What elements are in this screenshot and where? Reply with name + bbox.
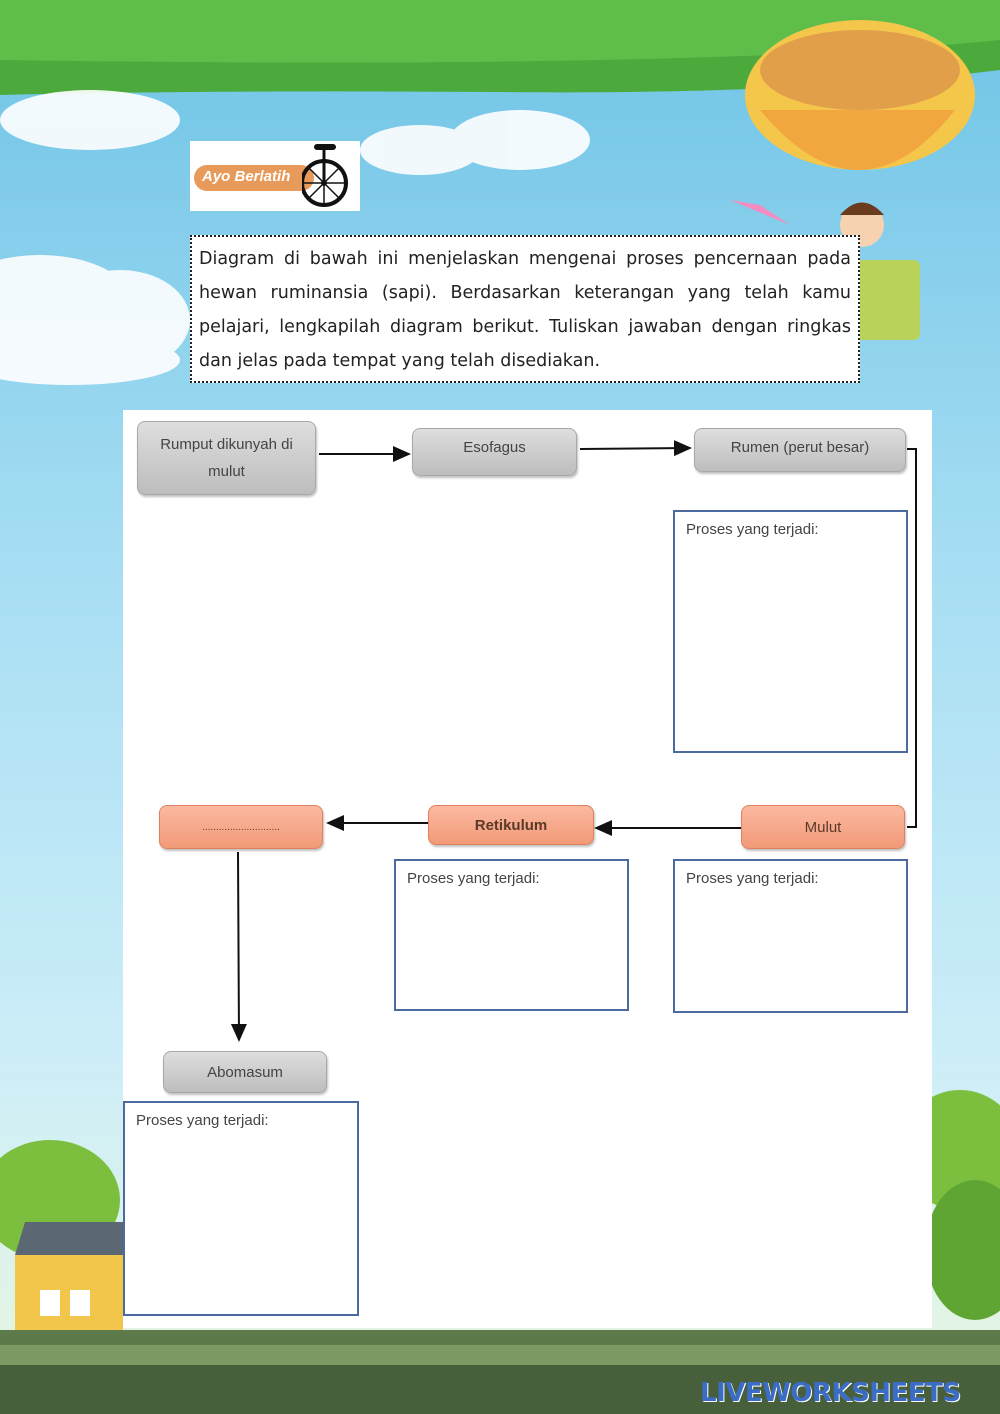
answer-box-retikulum[interactable]: Proses yang terjadi: <box>394 859 629 1011</box>
watermark-text: LIVEWORKSHEETS <box>700 1378 961 1408</box>
answer-box-mulut[interactable]: Proses yang terjadi: <box>673 859 908 1013</box>
node-mouth-chew: Rumput dikunyah di mulut <box>137 421 316 495</box>
badge-label: Ayo Berlatih <box>202 168 291 185</box>
arrow-blank-to-abomasum <box>230 851 247 1042</box>
arrow-esofagus-to-rumen <box>579 440 692 457</box>
arrow-rumen-to-mulut <box>907 448 917 828</box>
ayo-berlatih-badge: Ayo Berlatih <box>190 141 360 211</box>
node-blank-input[interactable]: ............................ <box>159 805 323 849</box>
node-esofagus-label: Esofagus <box>463 439 526 456</box>
node-mulut: Mulut <box>741 805 905 849</box>
answer-box-rumen[interactable]: Proses yang terjadi: <box>673 510 908 753</box>
instructions-box: Diagram di bawah ini menjelaskan mengena… <box>190 235 860 383</box>
liveworksheets-watermark[interactable]: LIVEWORKSHEETS <box>700 1378 961 1408</box>
badge-pill <box>194 165 314 191</box>
node-retikulum-label: Retikulum <box>474 816 548 834</box>
unicycle-icon <box>302 144 348 207</box>
answer-box-mulut-label: Proses yang terjadi: <box>686 870 819 887</box>
node-blank-label: ............................ <box>202 821 280 833</box>
node-mulut-label: Mulut <box>804 818 842 836</box>
node-abomasum-label: Abomasum <box>207 1063 283 1081</box>
answer-box-retikulum-label: Proses yang terjadi: <box>407 870 540 887</box>
node-esofagus: Esofagus <box>412 428 577 476</box>
node-retikulum: Retikulum <box>428 805 594 845</box>
node-abomasum: Abomasum <box>163 1051 327 1093</box>
node-mouth-chew-label: Rumput dikunyah di mulut <box>160 436 293 480</box>
answer-box-abomasum-label: Proses yang terjadi: <box>136 1112 269 1129</box>
node-rumen-label: Rumen (perut besar) <box>730 439 870 456</box>
answer-box-rumen-label: Proses yang terjadi: <box>686 521 819 538</box>
node-rumen: Rumen (perut besar) <box>694 428 906 472</box>
answer-box-abomasum[interactable]: Proses yang terjadi: <box>123 1101 359 1316</box>
